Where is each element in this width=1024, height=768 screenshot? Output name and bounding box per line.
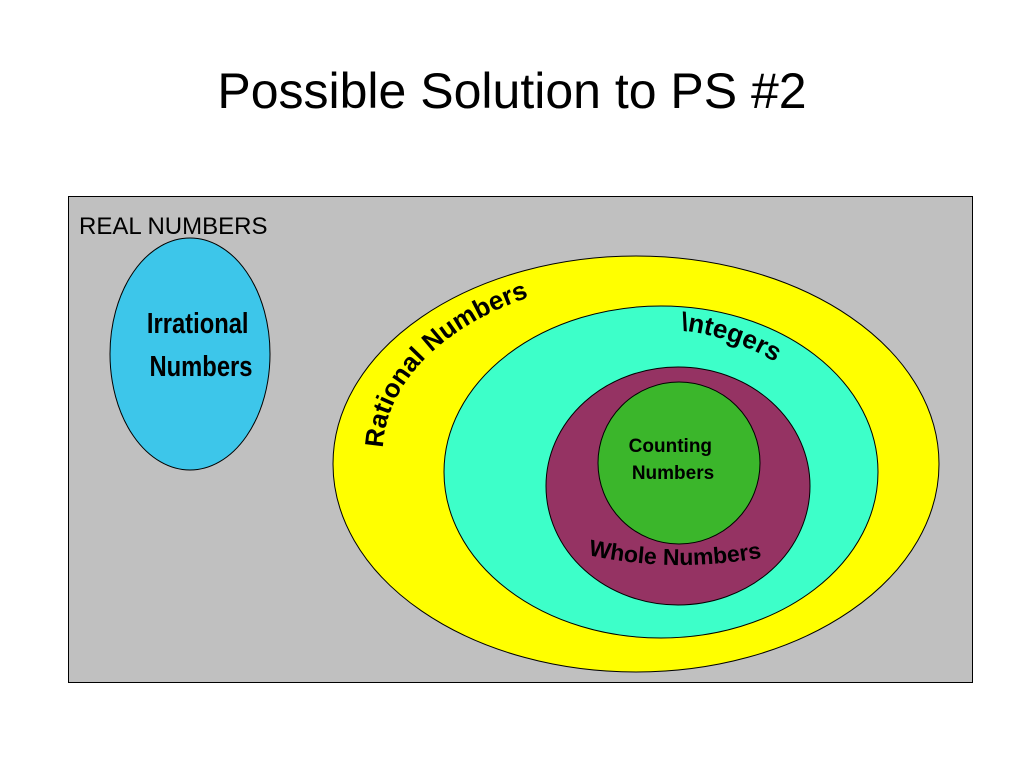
counting-label-line2: Numbers <box>632 463 714 484</box>
irrational-label: Irrational Numbers <box>147 307 255 383</box>
irrational-numbers-region <box>109 237 271 471</box>
irrational-label-line1: Irrational <box>147 307 249 340</box>
real-numbers-label: REAL NUMBERS <box>79 213 267 240</box>
counting-numbers-region <box>597 381 761 545</box>
irrational-label-line2: Numbers <box>149 350 252 383</box>
counting-label: Counting Numbers <box>629 436 718 484</box>
slide-title: Possible Solution to PS #2 <box>217 63 807 119</box>
counting-label-line1: Counting <box>629 436 712 457</box>
